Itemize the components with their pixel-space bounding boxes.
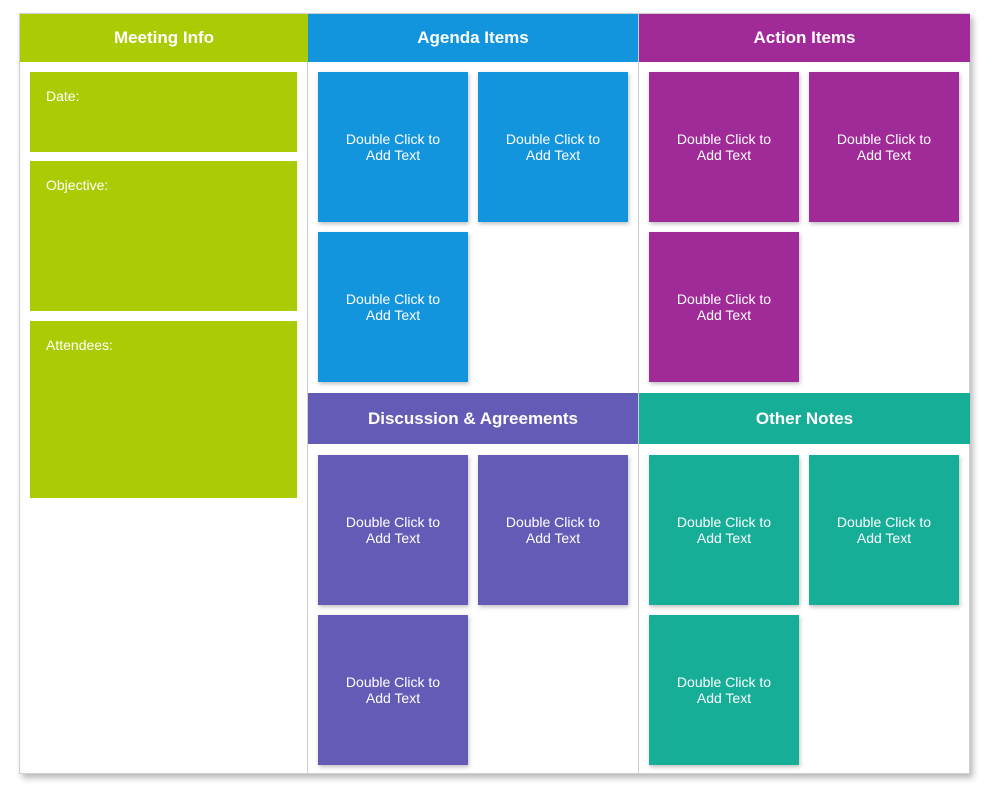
other-sticky-note[interactable]: Double Click to Add Text: [809, 455, 959, 605]
other-sticky-note[interactable]: Double Click to Add Text: [649, 615, 799, 765]
action-items-header: Action Items: [639, 14, 970, 62]
discussion-sticky-note[interactable]: Double Click to Add Text: [478, 455, 628, 605]
other-notes-header: Other Notes: [639, 393, 970, 444]
agenda-items-header: Agenda Items: [308, 14, 638, 62]
objective-label: Objective:: [46, 177, 109, 193]
agenda-sticky-note[interactable]: Double Click to Add Text: [318, 232, 468, 382]
meeting-info-header: Meeting Info: [20, 14, 308, 62]
date-field[interactable]: Date:: [30, 72, 297, 152]
attendees-field[interactable]: Attendees:: [30, 321, 297, 498]
action-sticky-note[interactable]: Double Click to Add Text: [649, 232, 799, 382]
discussion-agreements-header: Discussion & Agreements: [308, 393, 638, 444]
column-divider: [638, 14, 639, 773]
action-sticky-note[interactable]: Double Click to Add Text: [649, 72, 799, 222]
date-label: Date:: [46, 88, 80, 104]
discussion-sticky-note[interactable]: Double Click to Add Text: [318, 615, 468, 765]
other-sticky-note[interactable]: Double Click to Add Text: [649, 455, 799, 605]
discussion-sticky-note[interactable]: Double Click to Add Text: [318, 455, 468, 605]
agenda-sticky-note[interactable]: Double Click to Add Text: [318, 72, 468, 222]
column-divider: [307, 14, 308, 773]
agenda-sticky-note[interactable]: Double Click to Add Text: [478, 72, 628, 222]
meeting-board: Meeting Info Date: Objective: Attendees:…: [19, 13, 970, 774]
action-sticky-note[interactable]: Double Click to Add Text: [809, 72, 959, 222]
attendees-label: Attendees:: [46, 337, 113, 353]
objective-field[interactable]: Objective:: [30, 161, 297, 311]
